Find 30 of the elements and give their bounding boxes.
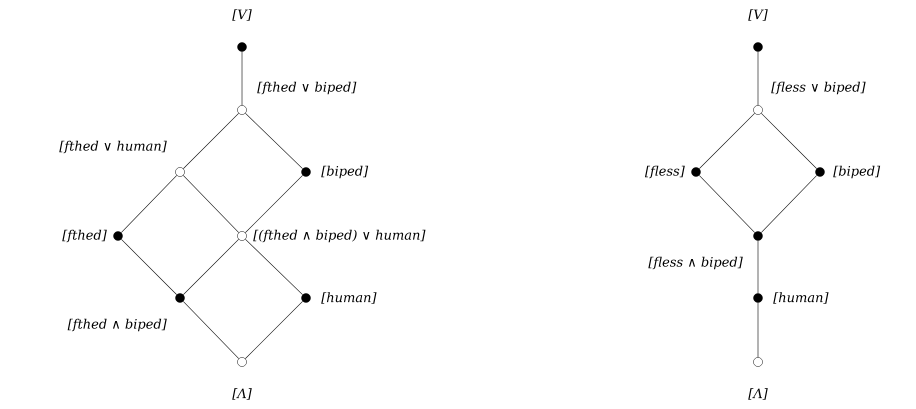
connector-line xyxy=(245,301,303,359)
connector-line xyxy=(183,113,239,169)
connector-line xyxy=(121,239,177,295)
connector-line xyxy=(699,113,755,169)
connector-line xyxy=(183,239,239,295)
connector-line xyxy=(121,175,177,233)
connector-line xyxy=(183,301,239,359)
node-label: [V] xyxy=(232,9,252,21)
connector-line xyxy=(761,113,817,169)
node-label: [fless ∧ biped] xyxy=(648,256,743,270)
node-label: [Λ] xyxy=(232,388,252,400)
connector-line xyxy=(245,238,303,295)
node-label: [V] xyxy=(748,9,768,21)
connector-line xyxy=(761,175,817,233)
node-label: [fthed ∨ human] xyxy=(59,140,167,154)
connector-line xyxy=(183,175,239,233)
node-label: [fthed ∨ biped] xyxy=(257,82,356,94)
node-label: [human] xyxy=(321,292,377,304)
node-label: [Λ] xyxy=(748,388,768,400)
node-label: [fless] xyxy=(644,166,685,178)
connector-line xyxy=(245,113,303,169)
node-label: [fthed] xyxy=(62,230,107,242)
node-label: [human] xyxy=(773,292,829,304)
node-label: [biped] xyxy=(321,166,368,178)
node-label: [fthed ∧ biped] xyxy=(68,318,167,332)
node-label: [biped] xyxy=(833,166,880,178)
connector-line xyxy=(245,175,303,233)
node-label: [(fthed ∧ biped) ∨ human] xyxy=(253,230,426,242)
node-label: [fless ∨ biped] xyxy=(771,82,866,94)
connector-line xyxy=(699,175,755,233)
